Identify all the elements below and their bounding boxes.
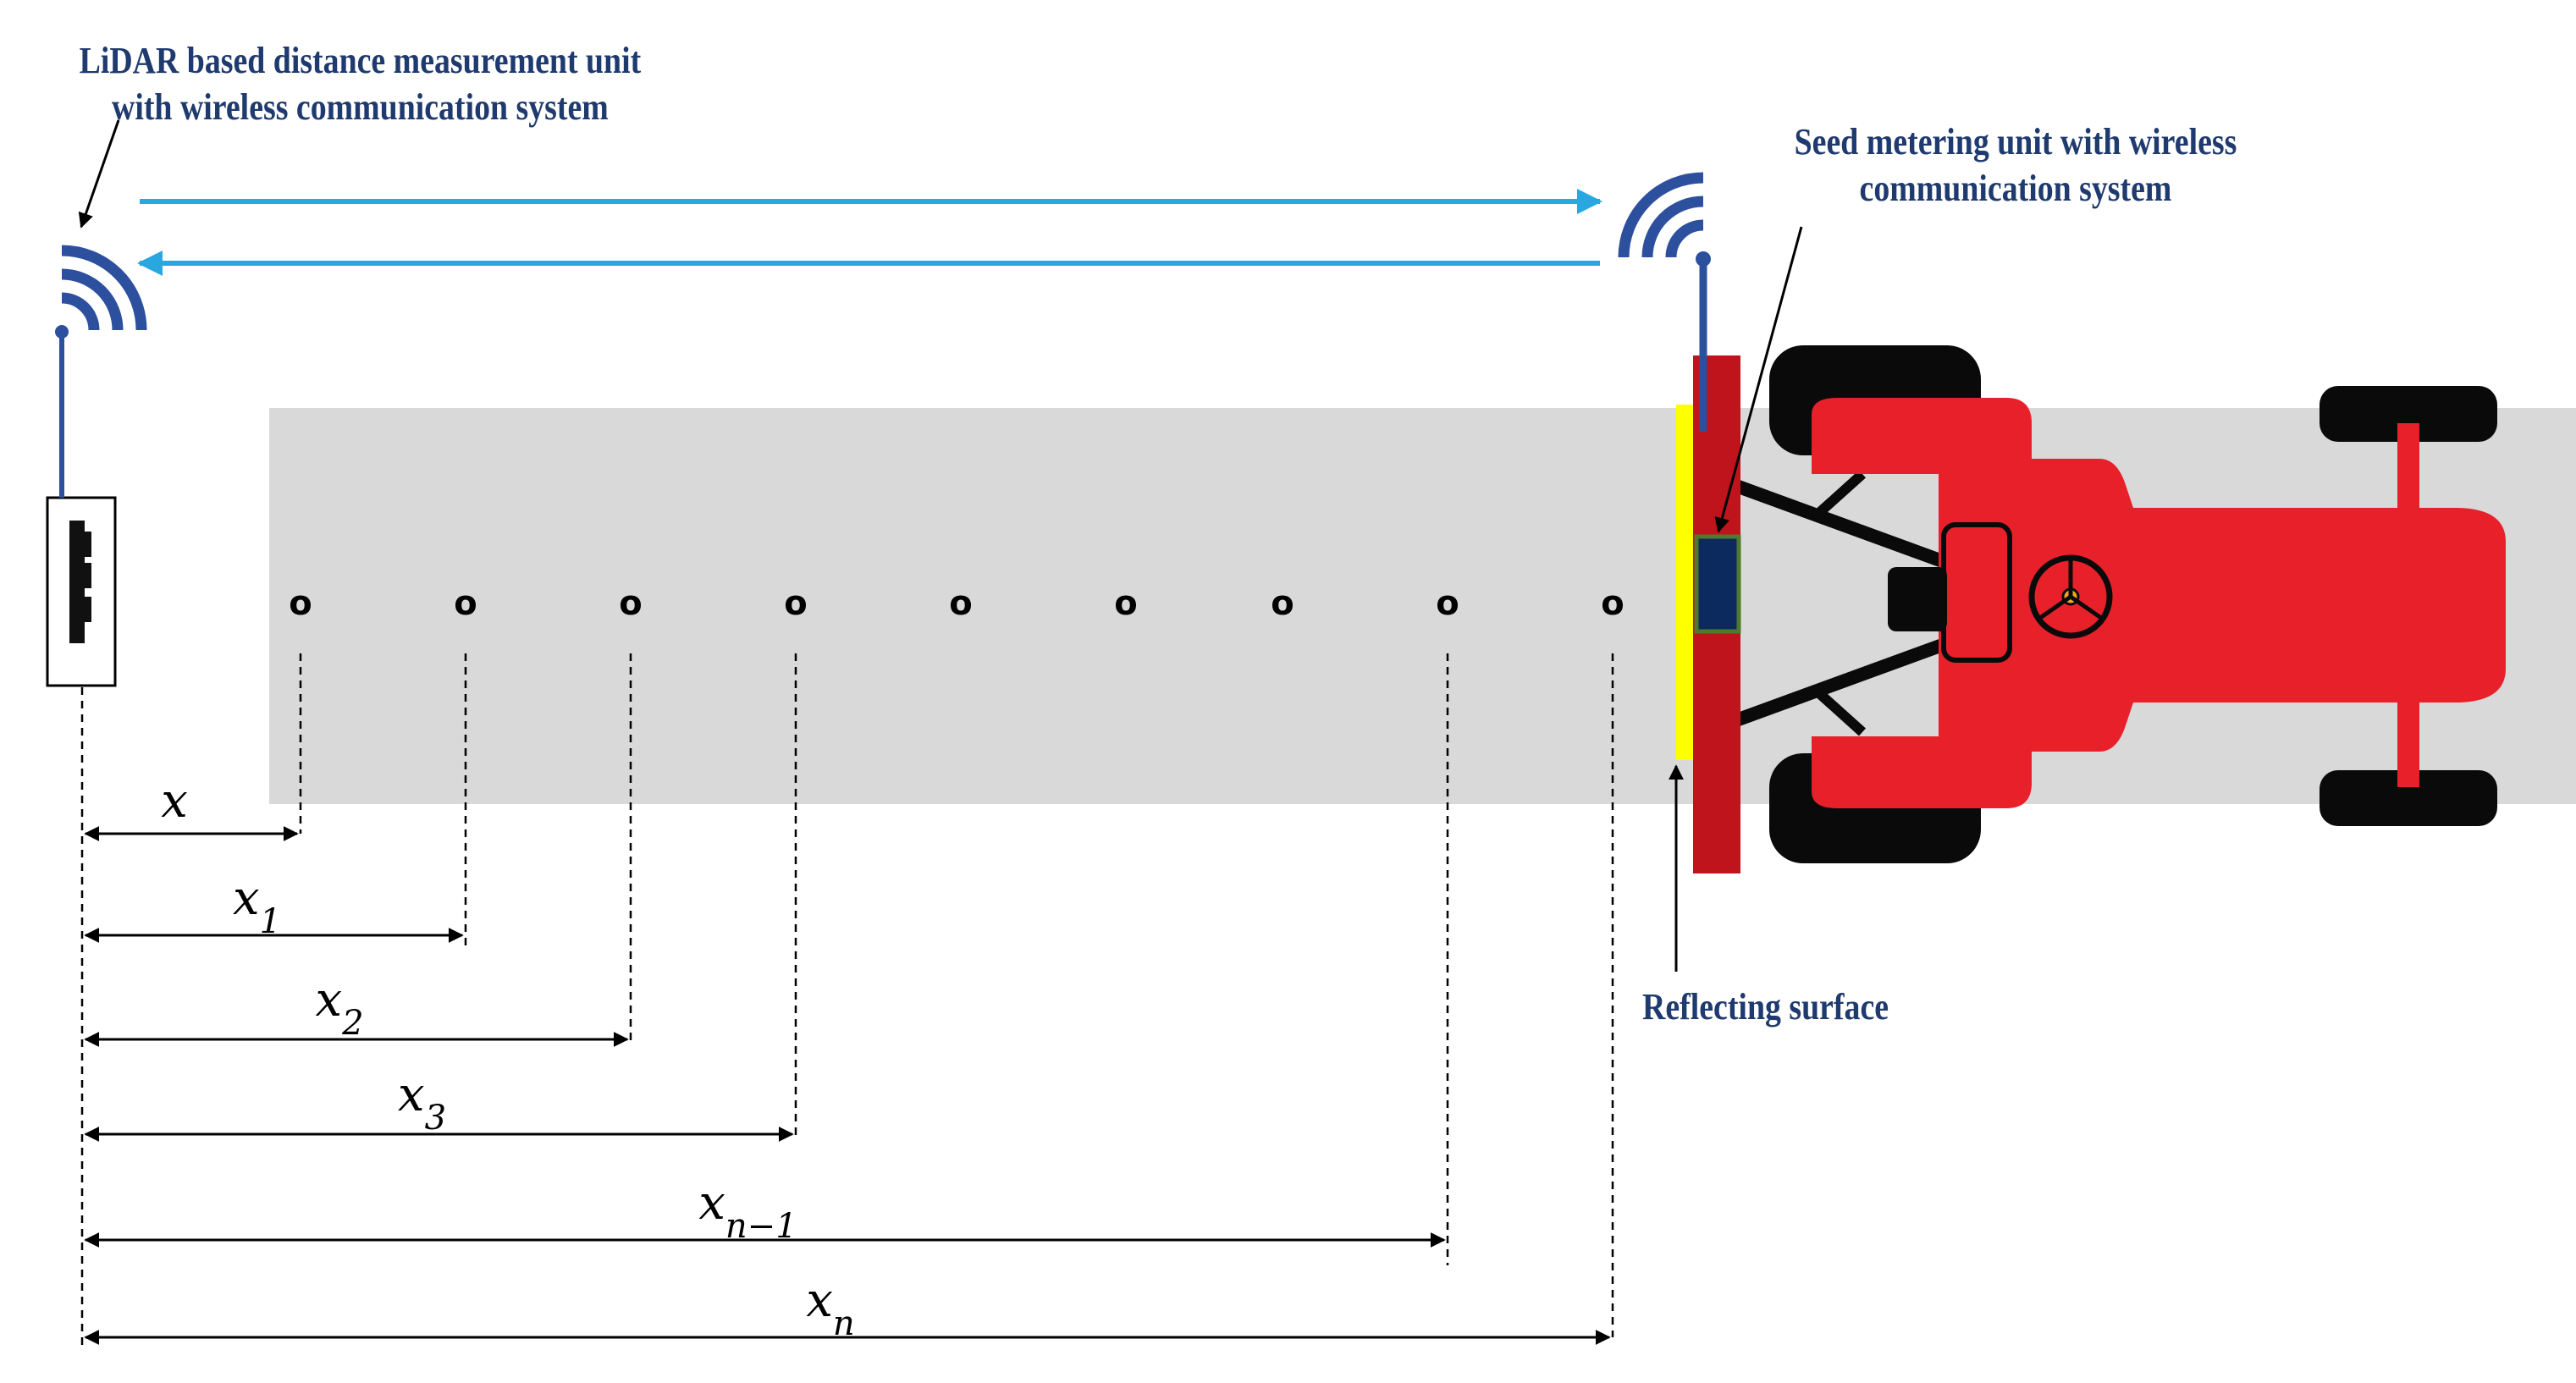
seed-mark-8: o (1436, 584, 1459, 623)
seed-caption-pointer (1714, 226, 1803, 533)
seed-mark-3: o (619, 584, 642, 623)
distance-label-base: x (698, 1176, 725, 1231)
distance-label-4: x3 (398, 1067, 446, 1138)
lidar-caption-line2: with wireless communication system (111, 86, 609, 128)
seed-caption-line1: Seed metering unit with wireless (1794, 121, 2237, 163)
distance-label-base: x (315, 973, 342, 1028)
distance-label-subscript: 3 (425, 1099, 446, 1138)
seed-mark-2: o (454, 584, 477, 623)
tractor-body (1812, 398, 2506, 808)
steering-wheel-icon (2028, 554, 2113, 639)
seed-metering-box (1694, 534, 1741, 634)
seed-unit-caption: Seed metering unit with wireless communi… (1761, 118, 2270, 212)
tractor-seat (1941, 522, 2012, 663)
distance-label-5: xn−1 (698, 1176, 797, 1246)
distance-label-base: x (161, 774, 188, 829)
distance-label-3: x2 (315, 973, 363, 1043)
distance-label-subscript: 2 (341, 1004, 363, 1043)
seed-mark-5: o (949, 584, 972, 623)
seed-planter (1618, 172, 1741, 873)
wifi-signal-icon (1618, 172, 1704, 258)
tractor (1724, 345, 2506, 863)
seed-mark-9: o (1601, 584, 1624, 623)
distance-label-base: x (398, 1067, 425, 1122)
distance-label-2: x1 (233, 871, 281, 941)
distance-label-subscript: n−1 (725, 1207, 797, 1246)
tractor-front-tyre-top (2320, 386, 2497, 442)
seed-caption-line2: communication system (1859, 168, 2172, 209)
lidar-caption-pointer (78, 119, 120, 229)
distance-label-base: x (806, 1273, 833, 1328)
distance-label-1: x (161, 774, 188, 829)
seed-mark-4: o (784, 584, 807, 623)
distance-label-6: xn (806, 1273, 854, 1343)
lidar-caption-line1: LiDAR based distance measurement unit (79, 40, 642, 81)
distance-label-base: x (233, 871, 260, 926)
wifi-signal-icon (61, 245, 147, 331)
distance-label-subscript: n (833, 1304, 855, 1343)
reflecting-surface (1676, 405, 1695, 760)
seed-mark-7: o (1271, 584, 1294, 623)
lidar-unit (46, 245, 147, 687)
seed-mark-1: o (289, 584, 312, 623)
seed-mark-6: o (1114, 584, 1137, 623)
lidar-unit-caption: LiDAR based distance measurement unit wi… (76, 37, 644, 130)
distance-label-subscript: 1 (260, 902, 281, 941)
tractor-front-tyre-bottom (2320, 770, 2497, 826)
reflecting-surface-caption: Reflecting surface (1642, 986, 1889, 1028)
